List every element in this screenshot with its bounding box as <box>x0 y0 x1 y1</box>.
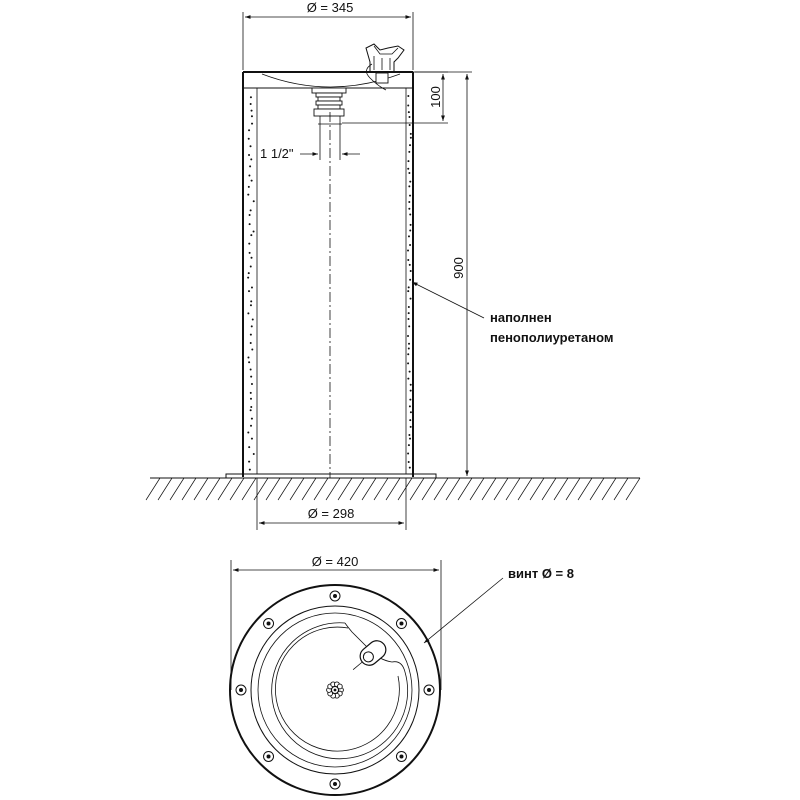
foam-annotation: наполнен пенополиуретаном <box>411 281 614 345</box>
foam-filling <box>247 94 412 471</box>
base-diameter-label: Ø = 298 <box>308 506 355 521</box>
total-height-label: 900 <box>451 257 466 279</box>
top-diameter-dimension: Ø = 345 <box>242 0 414 70</box>
screw-hole <box>395 618 407 630</box>
pipe-size-dimension: 1 1/2" <box>260 146 360 161</box>
column-body <box>242 71 414 477</box>
screw-hole <box>329 778 341 790</box>
screw-label: винт Ø = 8 <box>508 566 574 581</box>
foam-label-line2: пенополиуретаном <box>490 330 614 345</box>
screw-holes <box>235 590 435 790</box>
plan-diameter-label: Ø = 420 <box>312 554 359 569</box>
outer-ring <box>229 584 441 796</box>
pipe-size-label: 1 1/2" <box>260 146 294 161</box>
drain-assembly <box>311 87 347 160</box>
bubbler-spout <box>365 43 405 91</box>
base-plate <box>225 473 437 479</box>
ground-hatch <box>145 477 641 501</box>
bowl-height-dimension: 100 <box>342 71 448 124</box>
screw-hole <box>395 750 407 762</box>
elevation-view: Ø = 345 100 900 1 1/2" Ø = 298 <box>145 0 641 530</box>
top-diameter-label: Ø = 345 <box>307 0 354 15</box>
screw-hole <box>263 618 275 630</box>
screw-hole <box>329 590 341 602</box>
drain-rosette <box>326 681 344 699</box>
screw-annotation: винт Ø = 8 <box>423 566 574 644</box>
plan-view: Ø = 420 винт Ø = 8 <box>229 554 574 796</box>
flange-ring <box>250 605 420 775</box>
spout-plan <box>352 640 387 671</box>
screw-hole <box>235 684 247 696</box>
base-diameter-dimension: Ø = 298 <box>256 478 407 530</box>
bowl-outline <box>271 622 409 760</box>
foam-label-line1: наполнен <box>490 310 552 325</box>
total-height-dimension: 900 <box>415 71 472 479</box>
screw-hole <box>263 750 275 762</box>
bowl-height-label: 100 <box>428 86 443 108</box>
column-ring <box>257 612 413 768</box>
plan-diameter-dimension: Ø = 420 <box>230 554 442 690</box>
screw-hole <box>423 684 435 696</box>
